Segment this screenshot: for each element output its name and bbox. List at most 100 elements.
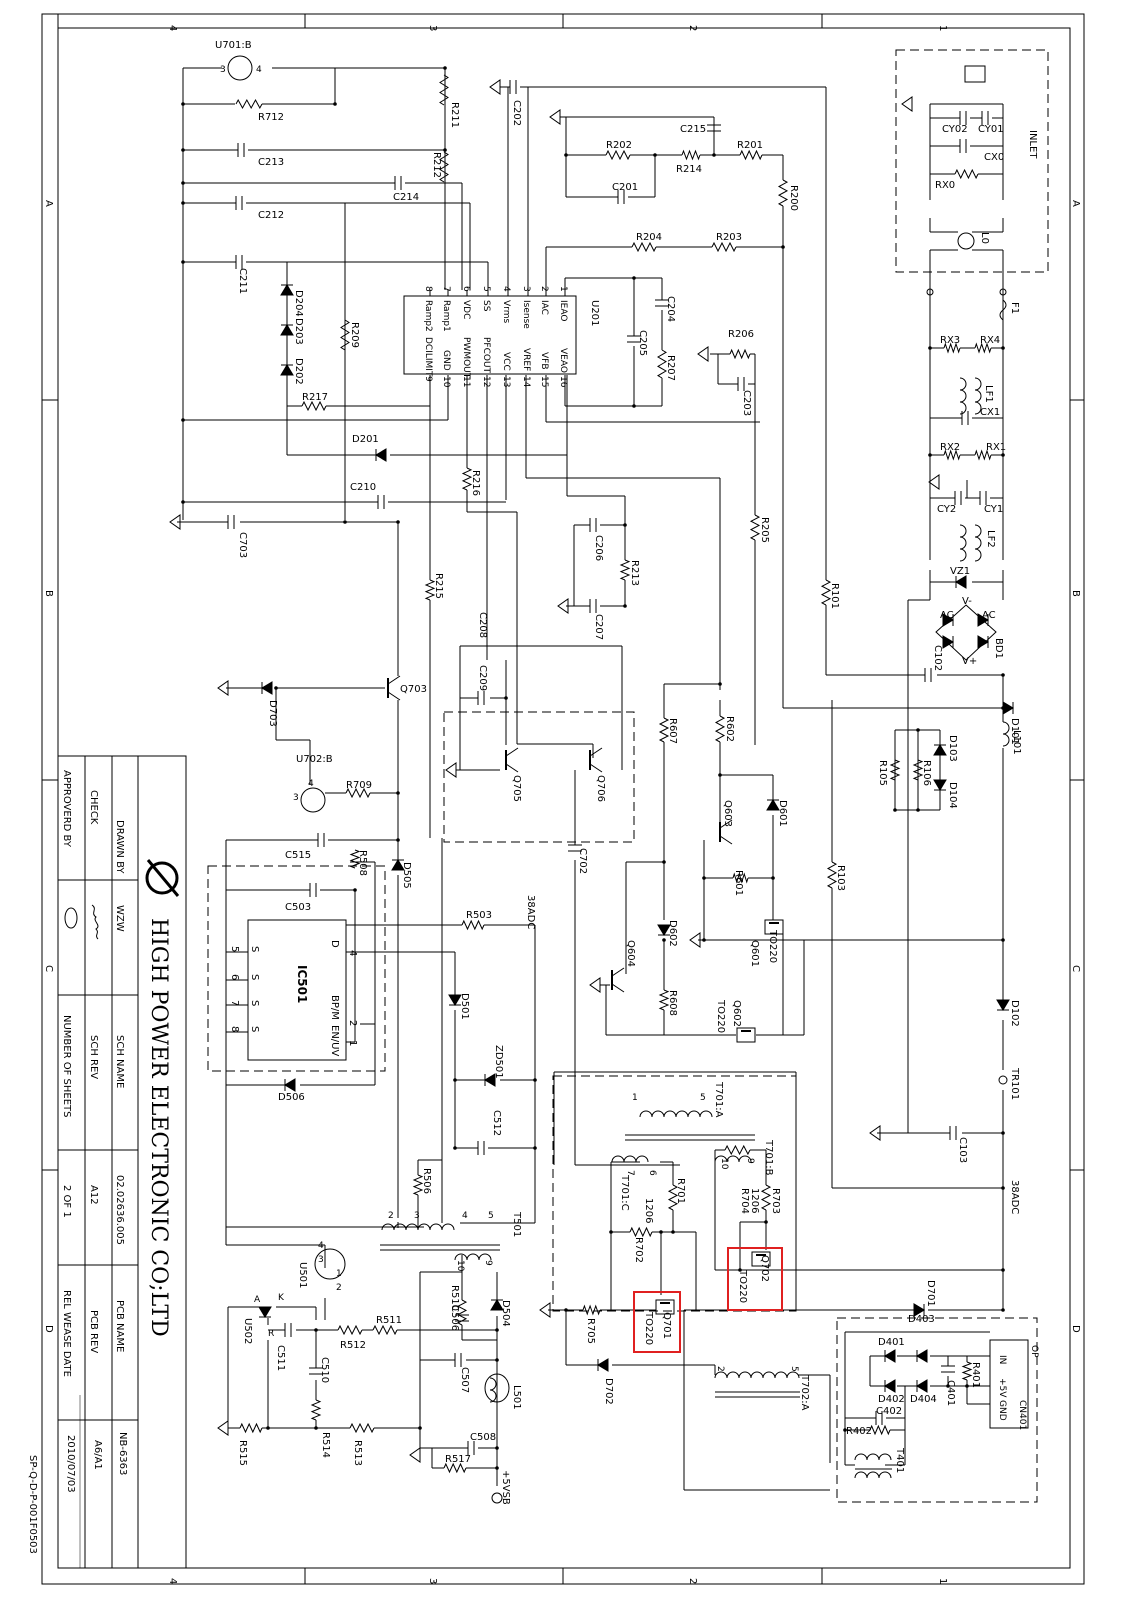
r207-symbol <box>657 349 667 379</box>
junction-dot-57 <box>928 346 932 350</box>
u201-pin3-num: 3 <box>521 286 531 292</box>
label-bd1: BD1 <box>993 638 1004 659</box>
l101-symbol <box>1002 721 1010 747</box>
r204-symbol <box>631 241 657 253</box>
pin-t501_2: 2 <box>388 1211 394 1221</box>
row-label-right-c: C <box>1070 965 1081 972</box>
r703-symbol <box>760 1184 772 1211</box>
junction-dot-15 <box>632 404 636 408</box>
d404-symbol-body <box>916 1379 928 1393</box>
pin-t701c_7: 7 <box>625 1170 635 1176</box>
label-cy02: CY02 <box>942 124 968 135</box>
cn401-pin-in: IN <box>997 1355 1007 1364</box>
label-c207: C207 <box>593 614 604 640</box>
junction-dot-46 <box>495 1466 499 1470</box>
label-r512: R512 <box>340 1340 366 1351</box>
label-c214: C214 <box>393 192 419 203</box>
r402-symbol <box>869 1424 891 1436</box>
d201-symbol-body <box>375 448 387 462</box>
label-c204: C204 <box>665 296 676 322</box>
junction-dot-28 <box>662 938 666 942</box>
zd501-symbol-body <box>484 1073 496 1087</box>
label-ac1: AC <box>940 610 954 621</box>
junction-dot-37 <box>353 888 357 892</box>
label-q705: Q705 <box>511 775 522 802</box>
u201-pin16-name: VEAO <box>558 348 568 373</box>
label-r515: R515 <box>237 1440 248 1466</box>
label-r205: R205 <box>759 517 770 543</box>
label-lf2: LF2 <box>985 530 996 548</box>
junction-dot-35 <box>1001 1268 1005 1272</box>
u201-pin5-num: 5 <box>481 286 491 292</box>
f1-symbol <box>999 299 1007 321</box>
gnd-c703 <box>169 514 181 530</box>
junction-dot-11 <box>653 153 657 157</box>
u201-pin11-name: PWMOUT <box>461 337 471 379</box>
approval-stamp <box>64 904 99 940</box>
junction-dot-58 <box>1001 346 1005 350</box>
label-cy01: CY01 <box>978 124 1004 135</box>
label-c512: C512 <box>491 1110 502 1136</box>
ic501-pin1-name: EN/UV <box>329 1025 340 1056</box>
pin-t501_4: 4 <box>462 1211 468 1221</box>
sch-name-label: SCH NAME <box>114 1035 125 1088</box>
label-d504: D504 <box>500 1300 511 1327</box>
label-d702: D702 <box>603 1378 614 1405</box>
pin-u702_4: 4 <box>308 779 314 789</box>
dashed-enclosures <box>207 49 1049 1503</box>
u201-pin5-name: SS <box>481 300 491 312</box>
junction-dot-60 <box>1001 453 1005 457</box>
junction-dot-8 <box>443 66 447 70</box>
label-d104: D104 <box>947 782 958 809</box>
label-c507: C507 <box>459 1367 470 1393</box>
number-of-sheets-label: NUMBER OF SHEETS <box>61 1015 72 1118</box>
q706-symbol-c <box>589 747 603 757</box>
component-symbols <box>169 55 1014 1504</box>
r513-symbol <box>349 1422 375 1434</box>
d505-symbol-body <box>391 859 405 871</box>
q604-symbol-c <box>611 967 625 977</box>
input-terminal-n <box>926 288 934 296</box>
input-terminal-l <box>999 288 1007 296</box>
pin-t701a_1: 1 <box>632 1093 638 1103</box>
cn401-pin-5v: +5V <box>997 1378 1007 1398</box>
cn401-header: OP <box>1029 1345 1039 1358</box>
label-d602: D602 <box>667 920 678 947</box>
r203-symbol <box>711 241 737 253</box>
label-c510: C510 <box>319 1357 330 1383</box>
pin-t501_3: 3 <box>414 1211 420 1221</box>
q601-symbol-body <box>764 919 784 935</box>
junction-dot-7 <box>333 102 337 106</box>
r601-symbol <box>732 872 749 884</box>
d204-symbol-body <box>280 284 294 296</box>
q603-symbol-e <box>719 835 733 845</box>
q706-symbol-e <box>589 763 603 773</box>
d703-symbol-body <box>261 681 273 695</box>
junction-dot-17 <box>396 520 400 524</box>
row-label-right-b: B <box>1070 590 1081 597</box>
d203-symbol-body <box>280 324 294 336</box>
label-d204: D204 <box>293 290 304 317</box>
label-d501: D501 <box>459 993 470 1020</box>
d702-symbol-body <box>597 1358 609 1372</box>
gnd-q601 <box>689 932 701 948</box>
junction-dot-44 <box>495 1358 499 1362</box>
label-r401: R401 <box>970 1362 981 1388</box>
v5sb-terminal <box>491 1492 503 1504</box>
q604-symbol-e <box>611 983 625 993</box>
label-to220_4: TO220 <box>643 1311 654 1345</box>
label-q701: Q701 <box>661 1312 672 1339</box>
junction-dot-26 <box>702 876 706 880</box>
d601-symbol-body <box>766 799 780 811</box>
gnd-c202 <box>489 79 501 95</box>
junction-dot-30 <box>1001 673 1005 677</box>
gnd-q604 <box>589 977 601 993</box>
gnd-r705 <box>539 1302 551 1318</box>
d506-symbol-body <box>284 1078 296 1092</box>
col-label-top-4: 4 <box>167 25 178 31</box>
r712-symbol <box>235 98 263 110</box>
t501-primary <box>381 1223 455 1231</box>
pin-u501_4: 4 <box>318 1241 324 1251</box>
